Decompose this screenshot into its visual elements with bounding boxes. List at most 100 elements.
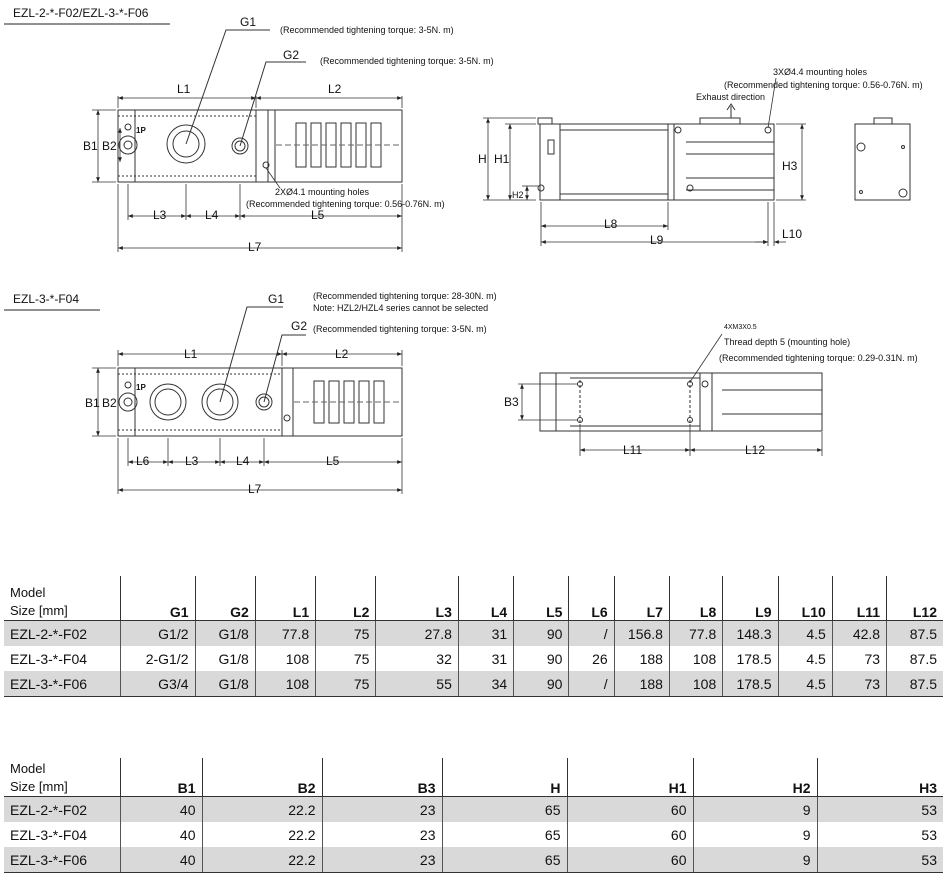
section-title-mid: EZL-3-*-F04	[13, 292, 79, 306]
table-cell: 87.5	[886, 620, 943, 646]
table-row: EZL-3-*-F06 40 22.2 23 65 60 9 53	[4, 847, 943, 873]
table-cell: 40	[119, 796, 202, 822]
table-cell: 77.8	[254, 620, 316, 646]
note-g1-torque-mid: (Recommended tightening torque: 28-30N. …	[313, 291, 497, 301]
dim-l4-top: L4	[205, 208, 219, 222]
table1-header: L12	[886, 576, 943, 621]
table-cell: 178.5	[722, 671, 779, 697]
table-cell-model: EZL-3-*-F04	[10, 650, 88, 667]
table-cell: 65	[441, 822, 567, 847]
table2-header: B3	[321, 758, 442, 797]
table1-header: L11	[831, 576, 887, 621]
note-g2-torque-mid: (Recommended tightening torque: 3-5N. m)	[313, 324, 487, 334]
table1-header: L8	[668, 576, 723, 621]
table-cell: 32	[375, 646, 459, 671]
dim-b1-top: B1	[83, 139, 98, 153]
table-cell: 73	[831, 646, 887, 671]
port-label-1p-mid: 1P	[136, 383, 146, 392]
top-front-view	[117, 109, 403, 183]
table-cell: 87.5	[886, 671, 943, 697]
table-cell: 2-G1/2	[120, 646, 195, 671]
table-cell: G1/8	[194, 646, 256, 671]
table1-header: L7	[613, 576, 670, 621]
table-cell-model: EZL-2-*-F02	[4, 796, 120, 822]
dim-l7-top: L7	[248, 240, 262, 254]
table2-header: H2	[692, 758, 817, 797]
table-cell: 60	[566, 796, 693, 822]
table1-header: L3	[375, 576, 459, 621]
table-cell: 34	[457, 671, 514, 697]
dim-l2-mid: L2	[335, 347, 349, 361]
table1-header: G1	[120, 576, 195, 621]
table-cell: 108	[668, 646, 723, 671]
dim-l1-top: L1	[177, 82, 191, 96]
table-cell: 23	[321, 847, 442, 873]
table-cell: 23	[321, 796, 442, 822]
note-holes-3x: 3XØ4.4 mounting holes	[773, 67, 868, 77]
table1-header: L1	[254, 576, 316, 621]
table-row: EZL-3-*-F04 40 22.2 23 65 60 9 53	[4, 822, 943, 847]
dim-g1-mid: G1	[268, 292, 284, 306]
note-thread-torque: (Recommended tightening torque: 0.29-0.3…	[719, 353, 918, 363]
section-title-top: EZL-2-*-F02/EZL-3-*-F06	[13, 6, 149, 20]
table-cell: 73	[831, 671, 887, 697]
table-cell: 53	[816, 822, 943, 847]
table-cell: 9	[692, 847, 817, 873]
table1-header: L4	[457, 576, 514, 621]
table1-header: L6	[568, 576, 615, 621]
table-cell: /	[568, 620, 615, 646]
table-cell: 53	[816, 847, 943, 873]
table-cell-model: EZL-3-*-F04	[10, 826, 88, 843]
table-cell: 22.2	[201, 796, 322, 822]
table-cell: 87.5	[886, 646, 943, 671]
dim-l8: L8	[604, 217, 618, 231]
dim-l7-mid: L7	[248, 482, 262, 496]
note-holes-2x: 2XØ4.1 mounting holes	[275, 187, 370, 197]
table2-header: H1	[566, 758, 693, 797]
table-cell: G1/8	[194, 671, 256, 697]
dim-h3: H3	[782, 159, 798, 173]
dim-g2-top: G2	[283, 48, 299, 62]
dim-l10: L10	[782, 227, 802, 241]
technical-drawing: EZL-2-*-F02/EZL-3-*-F06 1P G1 G	[4, 6, 923, 496]
table-cell: 90	[513, 620, 569, 646]
table-cell: 188	[613, 646, 670, 671]
table-cell: 60	[566, 847, 693, 873]
dim-l5-top: L5	[311, 208, 325, 222]
table-cell-model: EZL-3-*-F06	[4, 671, 121, 697]
port-label-1p: 1P	[136, 126, 146, 135]
table2-header: H3	[816, 758, 943, 797]
table-cell: 23	[321, 822, 442, 847]
dim-l6-mid: L6	[136, 454, 150, 468]
table-cell: 27.8	[375, 620, 459, 646]
table1-header: G2	[194, 576, 256, 621]
note-holes-3x-torque: (Recommended tightening torque: 0.56-0.7…	[724, 80, 923, 90]
dim-l1-mid: L1	[184, 347, 198, 361]
table-cell: 75	[315, 620, 376, 646]
table-cell: 65	[441, 796, 567, 822]
table-cell: 53	[816, 796, 943, 822]
top-side-view	[537, 117, 775, 201]
table-cell: /	[568, 671, 615, 697]
note-g1-selection-mid: Note: HZL2/HZL4 series cannot be selecte…	[313, 303, 488, 313]
table-cell: 55	[375, 671, 459, 697]
table-cell: 108	[254, 646, 316, 671]
table-cell: G1/2	[120, 620, 195, 646]
table-cell: 108	[254, 671, 316, 697]
note-thread-size: 4XM3X0.5	[724, 324, 757, 331]
dim-l12: L12	[745, 443, 765, 457]
table-cell: 4.5	[777, 646, 833, 671]
table1-header: L9	[722, 576, 779, 621]
table-cell: G1/8	[194, 620, 256, 646]
table-cell: 42.8	[831, 620, 887, 646]
note-holes-2x-torque: (Recommended tightening torque: 0.56-0.7…	[246, 199, 445, 209]
dim-b3: B3	[504, 395, 519, 409]
table-cell: 26	[568, 646, 615, 671]
table-cell: 148.3	[722, 620, 779, 646]
dim-h1: H1	[494, 152, 510, 166]
table-cell: 90	[513, 671, 569, 697]
